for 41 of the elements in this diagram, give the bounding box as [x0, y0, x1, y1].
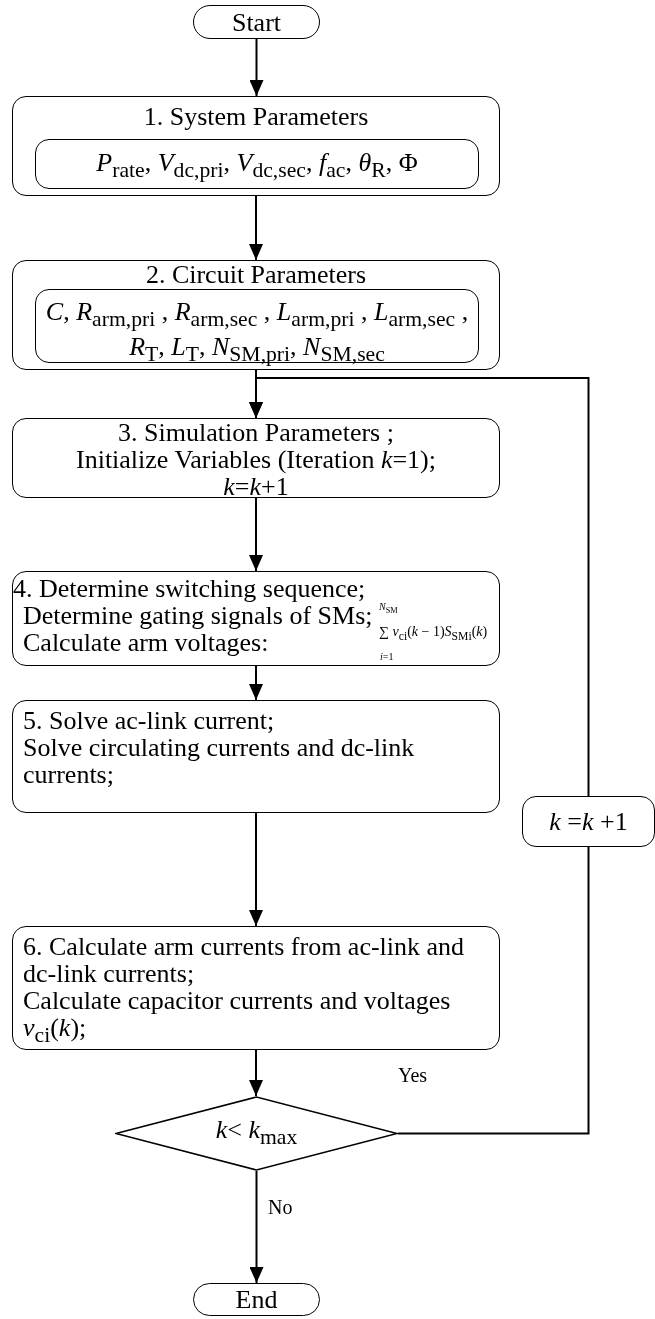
- process-box: [522, 796, 655, 847]
- process-box: [12, 260, 500, 370]
- node-text: Calculate capacitor currents and voltages v$_{ci}$(k);: [22, 987, 452, 1050]
- node-text: Start: [231, 8, 282, 36]
- node-text: 6. Calculate arm currents from ac-link and dc-link currents;: [22, 933, 466, 987]
- decision-diamond: [115, 1096, 398, 1171]
- connector-line: [397, 846, 590, 1135]
- node-text: 5. Solve ac-link current;: [22, 707, 276, 734]
- process-box: [12, 418, 500, 498]
- node-text: P$_{rate}$, V$_{dc,pri}$, V$_{dc,sec}$, f$_{ac}$, θ$_{R}$, Φ: [95, 149, 419, 185]
- node-text: Initialize Variables (Iteration k=1);: [75, 446, 437, 473]
- node-text: Calculate arm voltages:: [22, 629, 269, 656]
- process-box: [12, 926, 500, 1050]
- node-text: k=k+1: [222, 473, 289, 500]
- node-text: ∑ v$_{ci}$(k − 1)S$_{SMi}$(k): [379, 624, 489, 645]
- node-text: 1. System Parameters: [142, 103, 370, 130]
- node-text: k< k$_{max}$: [215, 1115, 298, 1152]
- node-text: Solve circulating currents and dc-link currents;: [22, 734, 416, 788]
- arrow: [249, 497, 263, 572]
- arrow: [249, 1170, 264, 1284]
- node-text: C, R$_{arm,pri}$ , R$_{arm,sec}$ , L$_{arm,pri}$ , L$_{arm,sec}$ , R$_{T}$, L$_{T}$, N$_{SM,pri}$, N$_{SM,sec}$: [44, 298, 470, 369]
- node-text: 4. Determine switching sequence;: [13, 575, 367, 602]
- arrow: [249, 377, 590, 797]
- arrow: [249, 38, 264, 97]
- process-box: [12, 96, 500, 196]
- node-text: 2. Circuit Parameters: [144, 261, 368, 288]
- node-text: 3. Simulation Parameters ;: [117, 419, 395, 446]
- terminal-box: [193, 5, 320, 39]
- arrow: [249, 665, 263, 701]
- arrow: [249, 812, 263, 927]
- node-text: End: [235, 1286, 278, 1313]
- node-text: k =k +1: [549, 808, 628, 835]
- node-text: Determine gating signals of SMs;: [22, 602, 374, 629]
- sum-limit: i=1: [380, 651, 394, 662]
- process-box: [12, 571, 500, 666]
- arrow: [249, 1049, 263, 1097]
- terminal-box: [193, 1283, 320, 1316]
- arrow: [249, 195, 263, 261]
- process-box: [12, 700, 500, 813]
- process-box: [35, 139, 479, 189]
- sum-limit: N$_{SM}$: [379, 601, 398, 616]
